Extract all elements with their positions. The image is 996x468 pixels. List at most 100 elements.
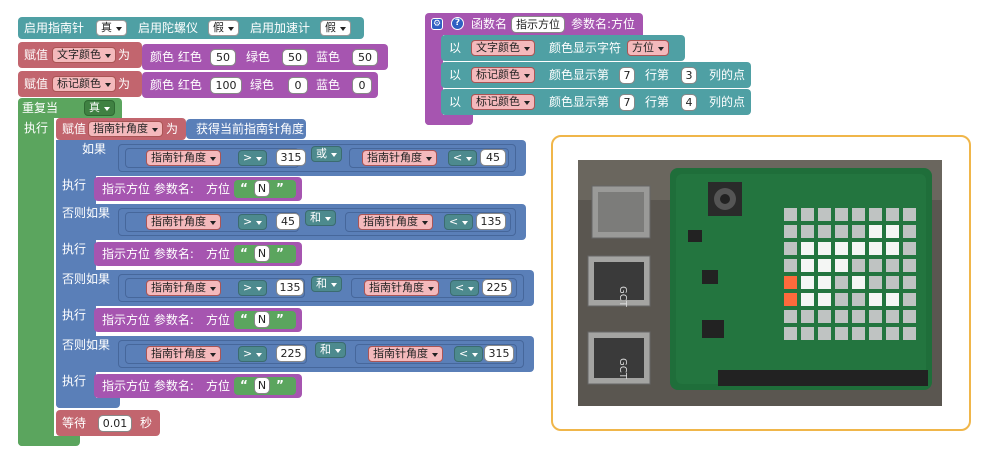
led-pixel: [886, 208, 899, 221]
rgb-color-block-mark[interactable]: 颜色 红色 100 绿色 0 蓝色 0: [142, 72, 378, 98]
op-dropdown-1b[interactable]: <: [448, 150, 478, 166]
accel-dropdown[interactable]: 假: [320, 20, 351, 36]
assign-text-color-block[interactable]: 赋值 文字颜色 为: [18, 42, 142, 68]
enable-sensors-block[interactable]: 启用指南针 真 启用陀螺仪 假 启用加速计 假: [18, 17, 364, 39]
string-block-2[interactable]: “ N ”: [234, 245, 296, 263]
rgb-color-block-text[interactable]: 颜色 红色 50 绿色 50 蓝色 50: [142, 44, 388, 70]
compare-block-4a[interactable]: 指南针角度 > 225: [125, 344, 307, 364]
show-pixel-block-1[interactable]: 以 标记颜色 颜色显示第 7 行第 3 列的点: [441, 62, 751, 88]
condition-and-3[interactable]: 指南针角度 > 135 和 指南针角度 < 225: [118, 274, 524, 302]
red-input-2[interactable]: 100: [210, 77, 242, 94]
angle-var-2b[interactable]: 指南针角度: [358, 214, 433, 230]
string-block-3[interactable]: “ N ”: [234, 311, 296, 329]
value-input-1a[interactable]: 315: [276, 149, 306, 166]
value-input-4a[interactable]: 225: [276, 345, 306, 362]
compare-block-2b[interactable]: 指南针角度 < 135: [345, 212, 511, 232]
led-pixel: [852, 242, 865, 255]
string-block-1[interactable]: “ N ”: [234, 180, 296, 198]
value-input-3a[interactable]: 135: [276, 279, 304, 296]
led-pixel: [784, 276, 797, 289]
compare-block-4b[interactable]: 指南针角度 < 315: [355, 344, 517, 364]
angle-var-1a[interactable]: 指南针角度: [146, 150, 221, 166]
led-pixel: [886, 293, 899, 306]
red-input[interactable]: 50: [210, 49, 236, 66]
show-pixel-block-2[interactable]: 以 标记颜色 颜色显示第 7 行第 4 列的点: [441, 89, 751, 115]
help-icon[interactable]: ?: [451, 17, 464, 30]
blue-input[interactable]: 50: [352, 49, 378, 66]
value-input-2b[interactable]: 135: [476, 213, 506, 230]
show-char-block[interactable]: 以 文字颜色 颜色显示字符 方位: [441, 35, 685, 61]
led-pixel: [835, 225, 848, 238]
angle-var-3a[interactable]: 指南针角度: [146, 280, 221, 296]
wait-block[interactable]: 等待 0.01 秒: [56, 410, 160, 436]
function-gear-icon[interactable]: ⚙: [431, 18, 443, 30]
pixel-col-input-2[interactable]: 4: [681, 94, 697, 111]
green-input[interactable]: 50: [282, 49, 308, 66]
angle-var-2a[interactable]: 指南针角度: [146, 214, 221, 230]
logic-dropdown-1[interactable]: 或: [311, 146, 342, 162]
logic-dropdown-3[interactable]: 和: [311, 276, 342, 292]
op-dropdown-3a[interactable]: >: [238, 280, 268, 296]
op-dropdown-3b[interactable]: <: [450, 280, 480, 296]
led-pixel: [801, 242, 814, 255]
op-dropdown-4b[interactable]: <: [454, 346, 484, 362]
value-input-1b[interactable]: 45: [480, 149, 506, 166]
string-input-2[interactable]: N: [254, 245, 270, 262]
pixel-color-dropdown-1[interactable]: 标记颜色: [471, 67, 535, 83]
op-dropdown-2a[interactable]: >: [238, 214, 268, 230]
value-input-3b[interactable]: 225: [482, 279, 512, 296]
angle-var-3b[interactable]: 指南针角度: [364, 280, 439, 296]
angle-var-dropdown[interactable]: 指南针角度: [88, 121, 163, 137]
show-char-arg-dropdown[interactable]: 方位: [627, 40, 669, 56]
compare-block-3b[interactable]: 指南针角度 < 225: [351, 278, 517, 298]
pixel-row-input-1[interactable]: 7: [619, 67, 635, 84]
call-label-1: 指示方位 参数名:: [102, 182, 194, 196]
call-indicate-direction-3[interactable]: 指示方位 参数名: 方位 “ N ”: [94, 308, 302, 332]
logic-dropdown-4[interactable]: 和: [315, 342, 346, 358]
angle-var-1b[interactable]: 指南针角度: [362, 150, 437, 166]
condition-and-4[interactable]: 指南针角度 > 225 和 指南针角度 < 315: [118, 340, 524, 368]
assign-angle-block[interactable]: 赋值 指南针角度 为: [56, 118, 186, 140]
green-input-2[interactable]: 0: [288, 77, 308, 94]
op-dropdown-1a[interactable]: >: [238, 150, 268, 166]
compare-block-2a[interactable]: 指南针角度 > 45: [125, 212, 300, 232]
pixel-col-input-1[interactable]: 3: [681, 67, 697, 84]
condition-and-2[interactable]: 指南针角度 > 45 和 指南针角度 < 135: [118, 208, 516, 236]
compass-dropdown[interactable]: 真: [96, 20, 127, 36]
gyro-dropdown[interactable]: 假: [208, 20, 239, 36]
assign-mark-color-block[interactable]: 赋值 标记颜色 为: [18, 71, 142, 97]
function-name-input[interactable]: 指示方位: [511, 16, 565, 33]
string-input-3[interactable]: N: [254, 311, 270, 328]
compare-block-3a[interactable]: 指南针角度 > 135: [125, 278, 305, 298]
function-def-header[interactable]: ⚙ ? 函数名 指示方位 参数名: 方位: [425, 13, 643, 35]
value-input-2a[interactable]: 45: [276, 213, 300, 230]
text-color-var-dropdown[interactable]: 文字颜色: [52, 47, 116, 63]
condition-or-1[interactable]: 指南针角度 > 315 或 指南针角度 < 45: [118, 144, 516, 172]
value-input-4b[interactable]: 315: [484, 345, 514, 362]
string-input-1[interactable]: N: [254, 180, 270, 197]
blue-input-2[interactable]: 0: [352, 77, 372, 94]
get-compass-angle-block[interactable]: 获得当前指南针角度: [186, 119, 306, 139]
string-input-4[interactable]: N: [254, 377, 270, 394]
call-indicate-direction-2[interactable]: 指示方位 参数名: 方位 “ N ”: [94, 242, 302, 266]
compare-block-1a[interactable]: 指南针角度 > 315: [125, 148, 306, 168]
mark-color-var-dropdown[interactable]: 标记颜色: [52, 76, 116, 92]
op-dropdown-2b[interactable]: <: [444, 214, 474, 230]
repeat-while-block[interactable]: 重复当 真: [18, 98, 122, 118]
for-label: 为: [118, 48, 131, 62]
show-char-color-dropdown[interactable]: 文字颜色: [471, 40, 535, 56]
op-dropdown-4a[interactable]: >: [238, 346, 268, 362]
pixel-row-input-2[interactable]: 7: [619, 94, 635, 111]
pixel-color-dropdown-2[interactable]: 标记颜色: [471, 94, 535, 110]
angle-var-4a[interactable]: 指南针角度: [146, 346, 221, 362]
logic-dropdown-2[interactable]: 和: [305, 210, 336, 226]
call-indicate-direction-1[interactable]: 指示方位 参数名: 方位 “ N ”: [94, 177, 302, 201]
led-pixel: [784, 242, 797, 255]
wait-input[interactable]: 0.01: [98, 415, 132, 432]
compare-block-1b[interactable]: 指南针角度 < 45: [349, 148, 509, 168]
led-pixel: [818, 276, 831, 289]
string-block-4[interactable]: “ N ”: [234, 377, 296, 395]
call-indicate-direction-4[interactable]: 指示方位 参数名: 方位 “ N ”: [94, 374, 302, 398]
repeat-condition-dropdown[interactable]: 真: [84, 100, 115, 116]
angle-var-4b[interactable]: 指南针角度: [368, 346, 443, 362]
